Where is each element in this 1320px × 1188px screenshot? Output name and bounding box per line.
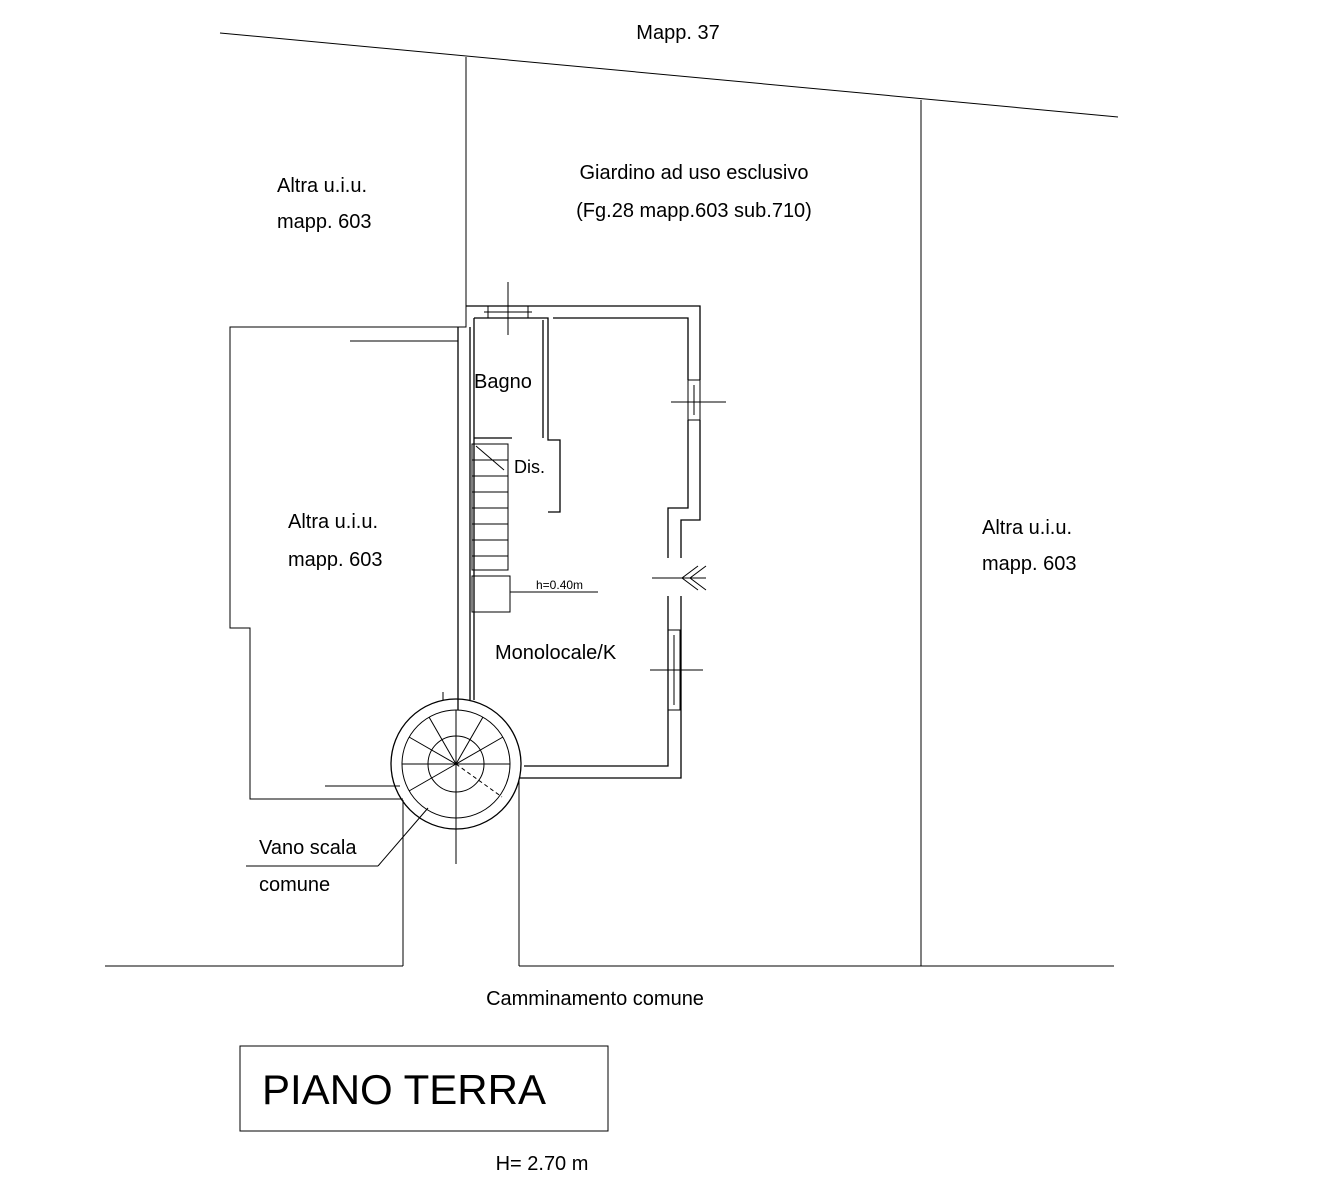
labels: Mapp. 37 Giardino ad uso esclusivo (Fg.2… bbox=[259, 22, 1077, 1010]
title-block: PIANO TERRA H= 2.70 m bbox=[239, 1045, 609, 1175]
walkway-label: Camminamento comune bbox=[486, 988, 704, 1010]
step-height-label: h=0.40m bbox=[536, 578, 583, 592]
north-boundary-label: Mapp. 37 bbox=[636, 22, 719, 44]
room-hall-label: Dis. bbox=[514, 457, 545, 477]
stair-label-line2: comune bbox=[259, 874, 330, 896]
stair-label-line1: Vano scala bbox=[259, 837, 357, 859]
neighbor-right-line2: mapp. 603 bbox=[982, 553, 1077, 575]
neighbor-left-line2: mapp. 603 bbox=[288, 549, 383, 571]
room-bath-label: Bagno bbox=[474, 371, 532, 393]
site-boundaries bbox=[105, 32, 1119, 967]
neighbor-left-line1: Altra u.i.u. bbox=[288, 511, 378, 533]
room-main-label: Monolocale/K bbox=[495, 642, 617, 664]
garden-label-line1: Giardino ad uso esclusivo bbox=[579, 162, 808, 184]
garden-label-line2: (Fg.28 mapp.603 sub.710) bbox=[576, 200, 812, 222]
neighbor-right-line1: Altra u.i.u. bbox=[982, 517, 1072, 539]
left-unit-outline bbox=[229, 306, 467, 800]
plan-title: PIANO TERRA bbox=[262, 1066, 546, 1113]
internal-stair bbox=[471, 443, 598, 613]
neighbor-top-left-line2: mapp. 603 bbox=[277, 211, 372, 233]
neighbor-top-left-line1: Altra u.i.u. bbox=[277, 175, 367, 197]
unit-walls bbox=[457, 282, 726, 779]
spiral-stair bbox=[246, 692, 522, 867]
height-note: H= 2.70 m bbox=[496, 1153, 589, 1175]
